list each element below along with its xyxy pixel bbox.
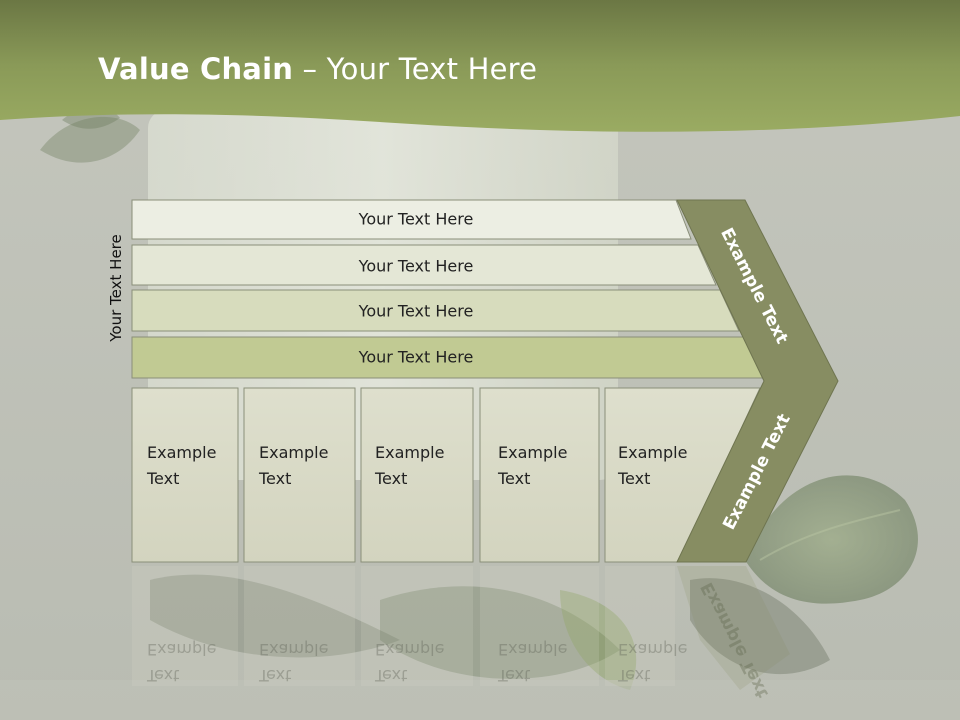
activity-label-4: Example Text (498, 440, 567, 492)
activity-label-1-line2: Text (147, 469, 180, 488)
support-bar-1 (131, 199, 692, 240)
activity-label-4-line1: Example (498, 443, 568, 462)
activity-box-2 (243, 387, 356, 563)
header-band (0, 0, 960, 132)
activity-box-4 (479, 387, 600, 563)
activity-label-3-line1: Example (375, 443, 445, 462)
title-rest: – Your Text Here (293, 52, 538, 86)
activity-box-1 (131, 387, 239, 563)
support-bar-2 (131, 244, 717, 286)
activity-label-2: Example Text (259, 440, 328, 492)
activity-label-4-line2: Text (498, 469, 531, 488)
support-bar-label-1: Your Text Here (358, 209, 474, 229)
support-bar-label-2: Your Text Here (358, 256, 474, 276)
activity-label-3: Example Text (375, 440, 444, 492)
activity-label-5: Example Text (618, 440, 687, 492)
activity-label-3-line2: Text (375, 469, 408, 488)
activity-label-2-line2: Text (259, 469, 292, 488)
activity-label-2-line1: Example (259, 443, 329, 462)
margin-chevron (676, 199, 839, 563)
activity-label-5-line2: Text (618, 469, 651, 488)
activity-label-1-line1: Example (147, 443, 217, 462)
activity-label-5-line1: Example (618, 443, 688, 462)
support-bar-label-3: Your Text Here (358, 301, 474, 321)
reflection-shapes (132, 566, 790, 690)
support-bar-3 (131, 289, 740, 332)
activity-label-1: Example Text (147, 440, 216, 492)
activity-box-3 (360, 387, 474, 563)
support-bar-label-4: Your Text Here (358, 347, 474, 367)
slide-title: Value Chain – Your Text Here (98, 52, 537, 86)
title-bold: Value Chain (98, 52, 294, 86)
